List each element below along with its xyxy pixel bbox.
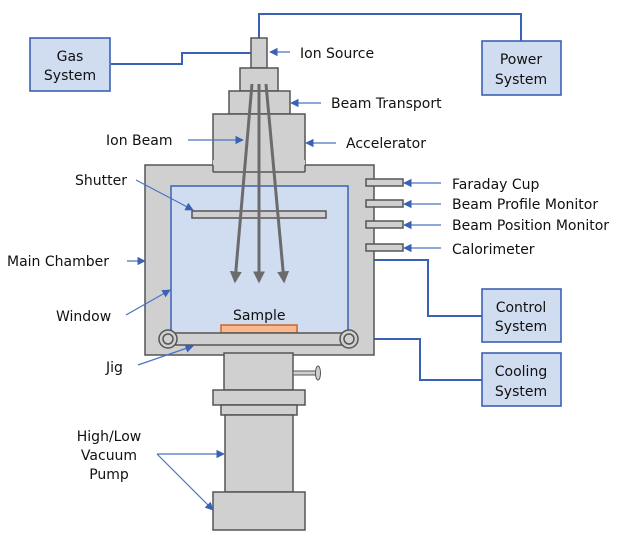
pump-label-1: High/Low [77, 429, 141, 445]
beam-profile-monitor [365, 199, 404, 208]
control-system-box: Control System [481, 288, 562, 343]
pump-label-2: Vacuum [81, 448, 137, 464]
low-vacuum-pump [212, 491, 306, 531]
beam-profile-monitor-label: Beam Profile Monitor [452, 197, 598, 213]
beam-position-monitor-label: Beam Position Monitor [452, 218, 609, 234]
gas-system-box: Gas System [29, 37, 111, 92]
ion-source-label: Ion Source [300, 46, 374, 62]
power-connection-line [258, 13, 522, 41]
accelerator-label: Accelerator [346, 136, 426, 152]
gas-connection-line [111, 52, 252, 65]
ion-source [250, 37, 268, 69]
window-pointer [125, 289, 171, 316]
pump-label-3: Pump [89, 467, 129, 483]
shutter-pointer [135, 179, 194, 211]
faraday-cup-label: Faraday Cup [452, 177, 540, 193]
valve-body [223, 352, 294, 391]
gas-system-label-1: Gas [57, 49, 84, 65]
ion-beam-left [229, 83, 254, 284]
faraday-cup [365, 178, 404, 187]
calorimeter-label: Calorimeter [452, 242, 535, 258]
control-system-label-2: System [495, 319, 547, 335]
shutter-label: Shutter [75, 173, 127, 189]
gas-system-label-2: System [44, 68, 96, 84]
main-chamber-label: Main Chamber [7, 254, 109, 270]
jig-label: Jig [105, 360, 123, 376]
beam-transport-label: Beam Transport [331, 96, 442, 112]
cooling-system-label-1: Cooling [495, 364, 547, 380]
pump-collar [220, 404, 298, 416]
calorimeter [365, 243, 404, 252]
cooling-system-box: Cooling System [481, 352, 562, 407]
power-system-label-2: System [495, 72, 547, 88]
jig-roller-left [158, 329, 178, 349]
control-connection-line [374, 259, 482, 317]
cooling-system-label-2: System [495, 384, 547, 400]
jig-roller-right [339, 329, 359, 349]
jig-pointer [137, 344, 194, 366]
sample [220, 324, 298, 334]
ion-beam-right [264, 83, 290, 284]
window-label: Window [56, 309, 111, 325]
pump-pointer-low [156, 453, 214, 511]
sample-label: Sample [233, 308, 286, 324]
power-system-box: Power System [481, 40, 562, 96]
power-system-label-1: Power [500, 52, 543, 68]
cooling-connection-line [352, 338, 482, 381]
valve-handle [292, 365, 321, 381]
beam-position-monitor [365, 220, 404, 229]
ion-beam-label: Ion Beam [106, 133, 172, 149]
pump-flange [212, 389, 306, 406]
control-system-label-1: Control [496, 300, 547, 316]
high-vacuum-pump [224, 414, 294, 493]
jig-belt [167, 332, 350, 346]
